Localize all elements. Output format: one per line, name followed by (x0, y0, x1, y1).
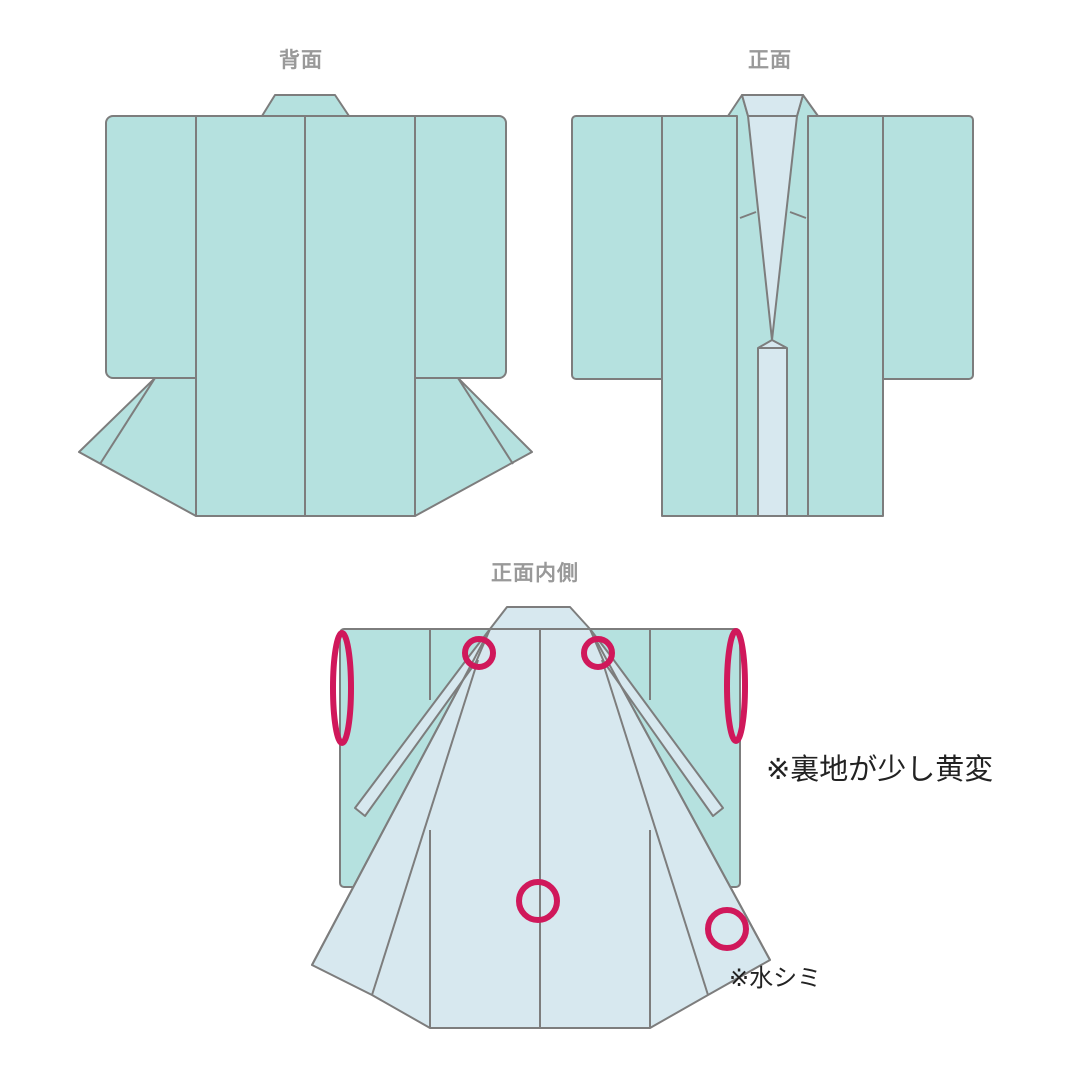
sleeve-yellowing-marker-right (724, 628, 748, 744)
back-seam (457, 377, 514, 465)
front-lapel-seam (789, 211, 807, 219)
inside-seam (311, 628, 491, 966)
back-view (78, 94, 533, 517)
back-collar (261, 94, 350, 117)
inside-left-collar-strip (354, 628, 491, 817)
front-lapel-seam (739, 211, 757, 219)
yellowing-note: ※裏地が少し黄変 (766, 752, 994, 786)
back-seam (99, 377, 156, 465)
stain-marker-left-shoulder (462, 636, 496, 670)
defect-markers (330, 628, 749, 951)
inside-view (311, 606, 771, 1029)
front-right-lapel (771, 94, 819, 517)
inside-seam (371, 659, 479, 996)
water-stain-note: ※水シミ (729, 964, 822, 992)
inside-view-label: 正面内側 (491, 561, 579, 585)
inside-collar (489, 606, 591, 630)
front-view-label: 正面 (748, 48, 792, 72)
stain-marker-right-shoulder (581, 636, 615, 670)
inside-seam (589, 628, 771, 961)
front-view (571, 94, 974, 517)
sleeve-yellowing-marker-left (330, 630, 354, 746)
stain-marker-center (516, 879, 560, 923)
water-stain-marker (705, 907, 749, 951)
front-collar-cap (741, 94, 804, 117)
inside-seam (601, 659, 709, 996)
front-left-lapel (727, 94, 773, 517)
inside-right-collar-strip (589, 628, 724, 817)
back-view-label: 背面 (279, 48, 323, 72)
